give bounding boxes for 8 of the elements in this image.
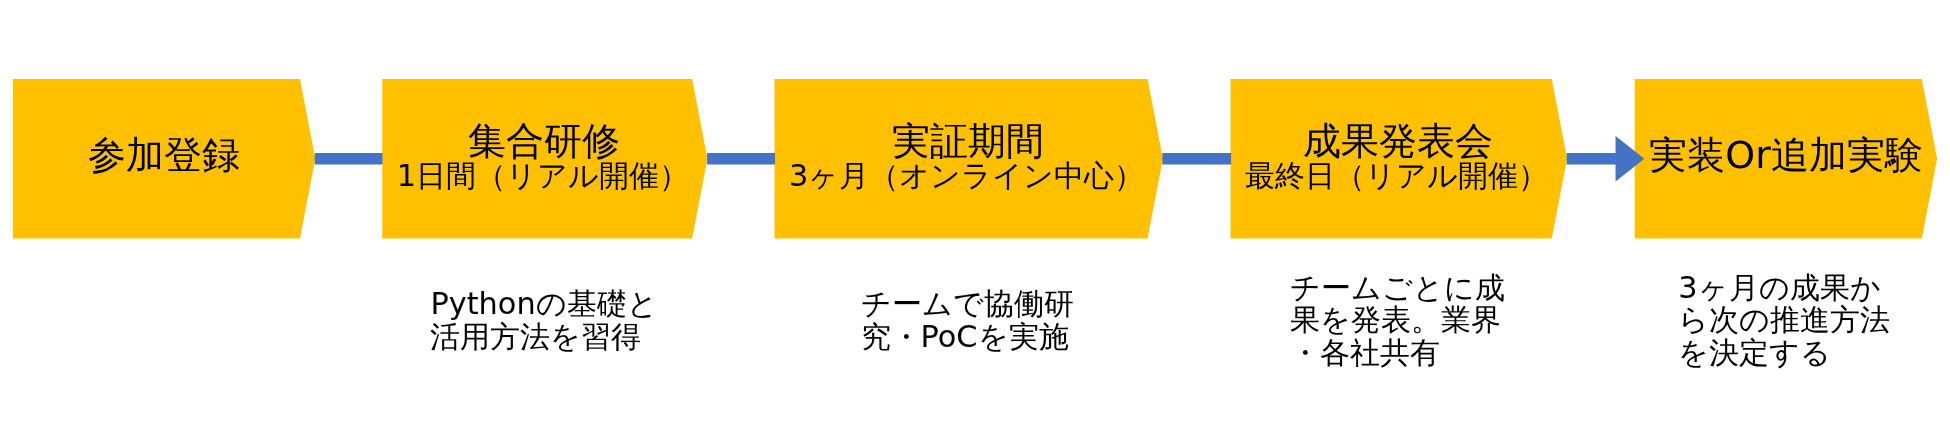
arrow xyxy=(1566,135,1645,181)
connector xyxy=(1162,152,1232,164)
node-label: チームごとに成果を発表。業界・各社共有 xyxy=(1290,268,1505,370)
connector xyxy=(314,152,383,164)
node-label: チームで協働研究・PoCを実施 xyxy=(860,285,1074,354)
node-label: 3ヶ月の成果から次の推進方法を決定する xyxy=(1678,268,1891,370)
node-label: Pythonの基礎と活用方法を習得 xyxy=(430,285,658,354)
connector xyxy=(707,152,776,164)
